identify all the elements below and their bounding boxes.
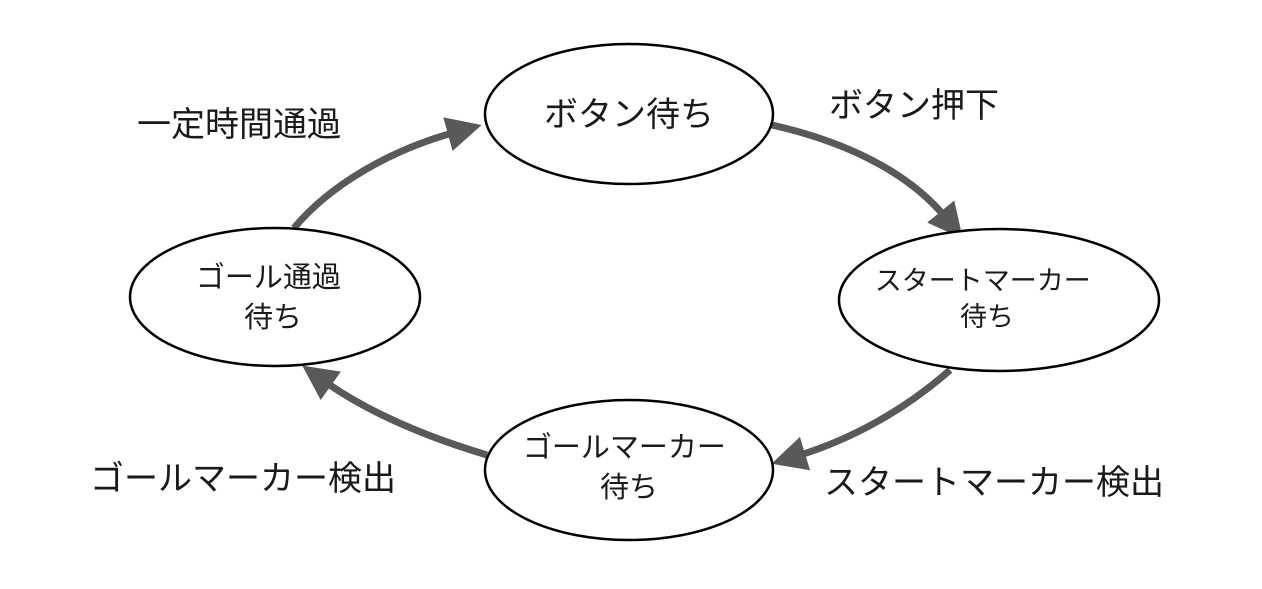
arrow-button-to-start-marker <box>771 121 963 239</box>
state-node-ellipse <box>483 398 775 542</box>
state-start-marker-wait: スタートマーカー 待ち <box>837 227 1161 373</box>
state-label: ボタン待ち <box>544 95 714 135</box>
arrow-start-marker-to-goal-marker <box>771 367 953 471</box>
transition-label-button-pressed: ボタン押下 <box>829 86 999 126</box>
arrow-goal-pass-to-button <box>291 117 482 231</box>
transition-label-goal-marker-detected: ゴールマーカー検出 <box>90 459 396 499</box>
state-node-ellipse <box>483 42 775 186</box>
transition-label-time-elapsed: 一定時間通過 <box>137 105 341 145</box>
state-node-ellipse <box>128 226 422 368</box>
state-label: スタートマーカー 待ち <box>875 266 1100 333</box>
state-button-wait: ボタン待ち <box>483 42 775 186</box>
arrow-goal-marker-to-goal-pass <box>302 365 489 459</box>
state-label: ゴール通過 待ち <box>196 260 350 334</box>
state-goal-pass-wait: ゴール通過 待ち <box>128 226 422 368</box>
state-label: ゴールマーカー 待ち <box>523 430 735 504</box>
state-node-ellipse <box>837 227 1161 373</box>
transition-label-start-marker-detected: スタートマーカー検出 <box>824 463 1164 503</box>
state-goal-marker-wait: ゴールマーカー 待ち <box>483 398 775 542</box>
